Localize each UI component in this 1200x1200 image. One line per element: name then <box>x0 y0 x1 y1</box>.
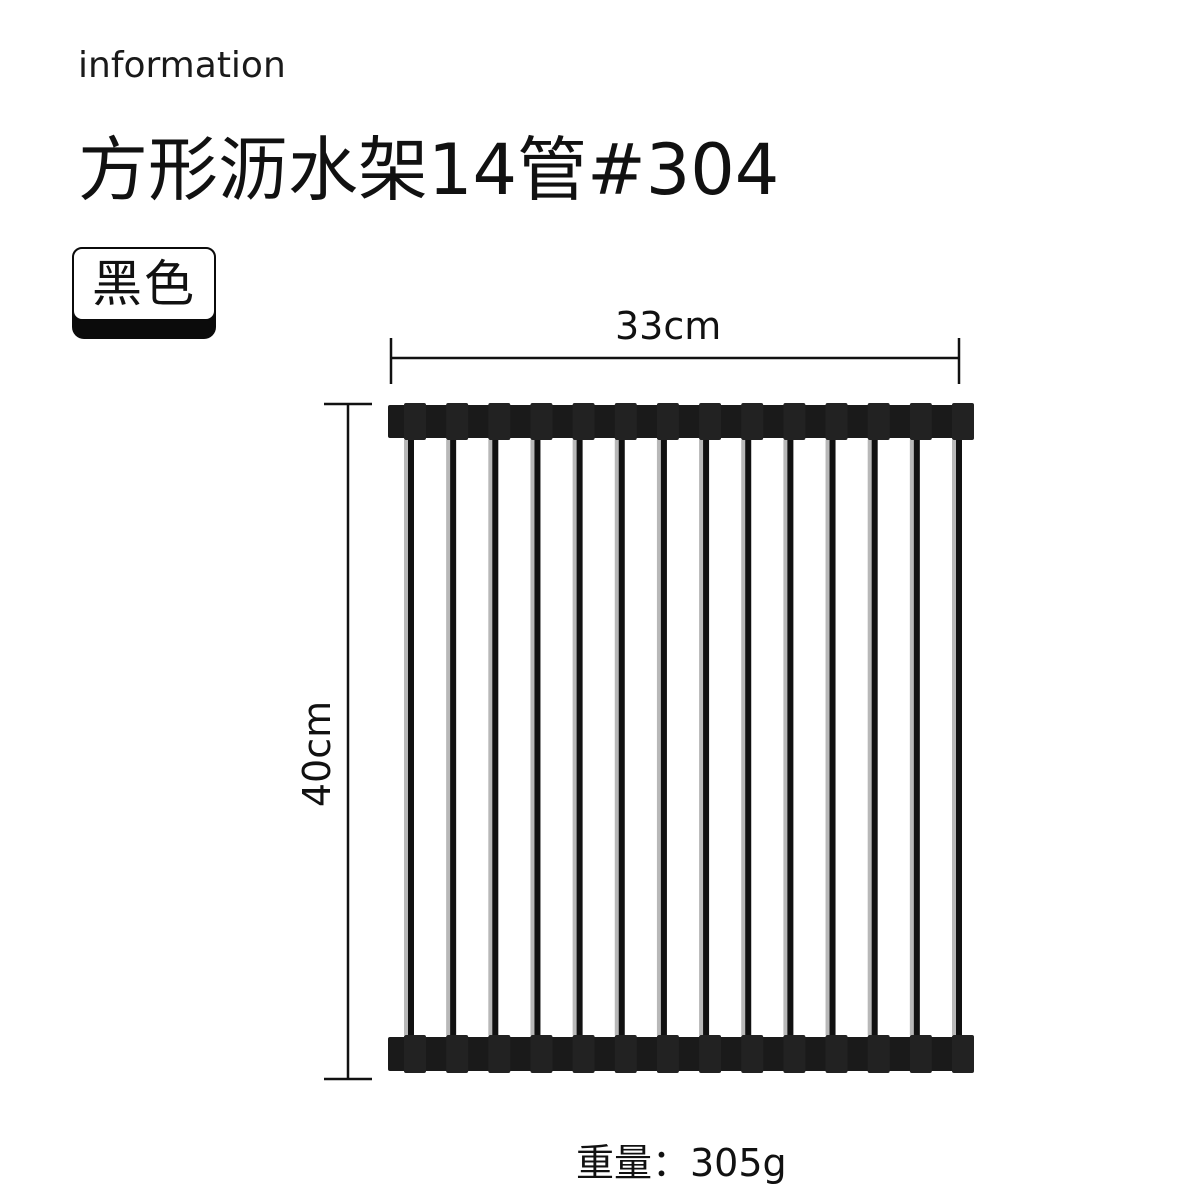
frame-clip <box>699 403 722 440</box>
tube-dark <box>408 440 414 1035</box>
tube-dark <box>913 440 920 1035</box>
frame-clip <box>488 1035 511 1073</box>
tube-dark <box>450 440 457 1035</box>
tube-light <box>404 440 409 1035</box>
rack-frames <box>388 403 974 1073</box>
tube-light <box>488 440 494 1035</box>
color-badge: 黑色 <box>72 247 216 339</box>
product-title: 方形沥水架14管#304 <box>78 129 780 211</box>
frame-clip <box>446 1035 469 1073</box>
frame-clip <box>909 1035 932 1073</box>
width-dimension-label: 33cm <box>615 304 722 348</box>
frame-clip <box>530 403 553 440</box>
frame-clip <box>656 1035 679 1073</box>
info-label: information <box>78 45 286 86</box>
frame-clip <box>867 403 890 440</box>
tube-dark <box>492 440 499 1035</box>
frame-clip <box>952 403 974 440</box>
frame-clip <box>952 1035 974 1073</box>
tube-light <box>572 440 578 1035</box>
frame-clip <box>404 403 426 440</box>
tube-light <box>909 440 915 1035</box>
tube-light <box>614 440 620 1035</box>
frame-clip <box>530 1035 553 1073</box>
tube-light <box>699 440 705 1035</box>
tube-dark <box>829 440 836 1035</box>
tube-dark <box>745 440 752 1035</box>
tube-light <box>446 440 452 1035</box>
tube-dark <box>576 440 583 1035</box>
tube-dark <box>956 440 962 1035</box>
frame-clip <box>825 403 848 440</box>
frame-clip <box>614 403 637 440</box>
tube-light <box>530 440 536 1035</box>
height-dimension-line <box>324 402 372 1081</box>
tube-light <box>783 440 789 1035</box>
frame-clip <box>699 1035 722 1073</box>
frame-clip <box>614 1035 637 1073</box>
frame-clip <box>825 1035 848 1073</box>
frame-clip <box>656 403 679 440</box>
frame-clip <box>741 1035 764 1073</box>
rack-tubes <box>404 440 962 1035</box>
badge-label: 黑色 <box>72 247 216 321</box>
tube-dark <box>534 440 541 1035</box>
frame-clip <box>783 403 806 440</box>
frame-clip <box>909 403 932 440</box>
tube-dark <box>703 440 710 1035</box>
tube-light <box>825 440 831 1035</box>
frame-clip <box>572 403 595 440</box>
frame-clip <box>572 1035 595 1073</box>
tube-dark <box>787 440 794 1035</box>
frame-clip <box>446 403 469 440</box>
tube-dark <box>618 440 625 1035</box>
tube-light <box>952 440 957 1035</box>
frame-clip <box>783 1035 806 1073</box>
tube-dark <box>871 440 878 1035</box>
frame-clip <box>488 403 511 440</box>
width-dimension-line <box>389 338 961 384</box>
tube-light <box>656 440 662 1035</box>
frame-clip <box>404 1035 426 1073</box>
weight-label: 重量：305g <box>576 1141 787 1185</box>
tube-dark <box>660 440 667 1035</box>
frame-clip <box>867 1035 890 1073</box>
tube-light <box>867 440 873 1035</box>
frame-clip <box>741 403 764 440</box>
tube-light <box>741 440 747 1035</box>
